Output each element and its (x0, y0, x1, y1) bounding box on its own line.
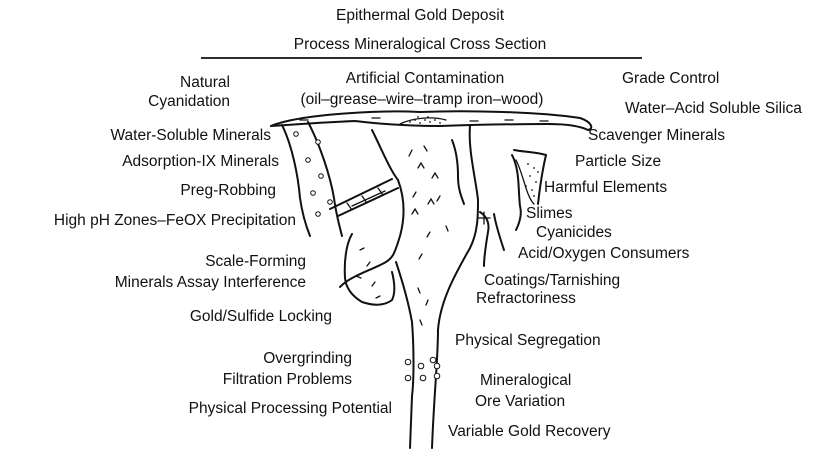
label-grade-control: Grade Control (622, 70, 719, 87)
label-scale-forming-line1: Scale-Forming (205, 253, 306, 270)
label-natural-cyanidation-line1: Natural (180, 74, 230, 91)
label-overgrinding: Overgrinding (263, 350, 352, 367)
label-water-acid-soluble-silica: Water–Acid Soluble Silica (625, 100, 802, 117)
label-acid-oxygen-consumers: Acid/Oxygen Consumers (518, 245, 690, 262)
label-natural-cyanidation-line2: Cyanidation (148, 93, 230, 110)
label-cyanicides: Cyanicides (536, 224, 612, 241)
diagram-title: Epithermal Gold Deposit (336, 7, 505, 24)
label-physical-processing-potential: Physical Processing Potential (189, 400, 392, 417)
label-physical-segregation: Physical Segregation (455, 332, 601, 349)
label-scale-forming-line2: Minerals Assay Interference (115, 274, 306, 291)
label-refractoriness: Refractoriness (476, 290, 576, 307)
label-mineralogical-ore-variation-line2: Ore Variation (475, 393, 565, 410)
label-artificial-contamination-line2: (oil–grease–wire–tramp iron–wood) (301, 91, 544, 108)
label-water-soluble-minerals: Water-Soluble Minerals (110, 127, 271, 144)
label-harmful-elements: Harmful Elements (544, 179, 667, 196)
label-variable-gold-recovery: Variable Gold Recovery (448, 423, 611, 440)
label-mineralogical-ore-variation-line1: Mineralogical (480, 372, 571, 389)
conduit-marks (409, 146, 448, 325)
label-high-ph-zones: High pH Zones–FeOX Precipitation (54, 212, 296, 229)
label-coatings-tarnishing: Coatings/Tarnishing (484, 272, 620, 289)
label-filtration-problems: Filtration Problems (223, 371, 352, 388)
label-artificial-contamination-line1: Artificial Contamination (346, 70, 505, 87)
label-gold-sulfide-locking: Gold/Sulfide Locking (190, 308, 332, 325)
label-scavenger-minerals: Scavenger Minerals (588, 127, 725, 144)
label-preg-robbing: Preg-Robbing (180, 182, 276, 199)
stem-circles (405, 357, 440, 381)
surface-contamination-cap (271, 111, 591, 130)
label-particle-size: Particle Size (575, 153, 661, 170)
label-slimes: Slimes (526, 205, 573, 222)
diagram-subtitle: Process Mineralogical Cross Section (294, 36, 546, 53)
label-adsorption-ix-minerals: Adsorption-IX Minerals (122, 153, 279, 170)
pipe-structure (330, 179, 398, 216)
